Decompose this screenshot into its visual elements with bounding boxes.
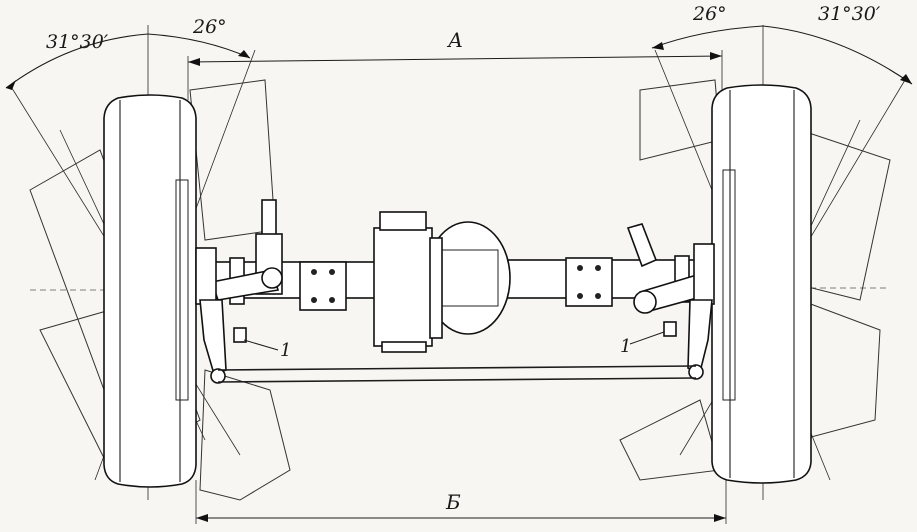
part-label-left: 1 [280,340,291,361]
part-callouts: 1 1 [243,331,665,361]
dimension-a: А [187,28,723,100]
dimension-b: Б [195,475,727,524]
angle-label-outer-left: 31°30′ [46,31,109,53]
part-label-right: 1 [620,336,631,357]
angle-label-inner-right: 26° [692,3,727,25]
tie-rod [217,365,697,383]
differential-housing [373,211,511,353]
right-wheel [711,84,812,484]
angle-label-inner-left: 26° [192,16,227,38]
left-wheel [103,94,197,488]
angle-label-outer-right: 31°30′ [818,3,881,25]
right-steering-knuckle [626,223,715,380]
left-steering-knuckle [195,199,283,384]
dimension-label-a: А [446,28,463,52]
dimension-label-b: Б [445,490,461,514]
angle-dimensions: 31°30′ 26° 26° 31°30′ [5,3,913,90]
